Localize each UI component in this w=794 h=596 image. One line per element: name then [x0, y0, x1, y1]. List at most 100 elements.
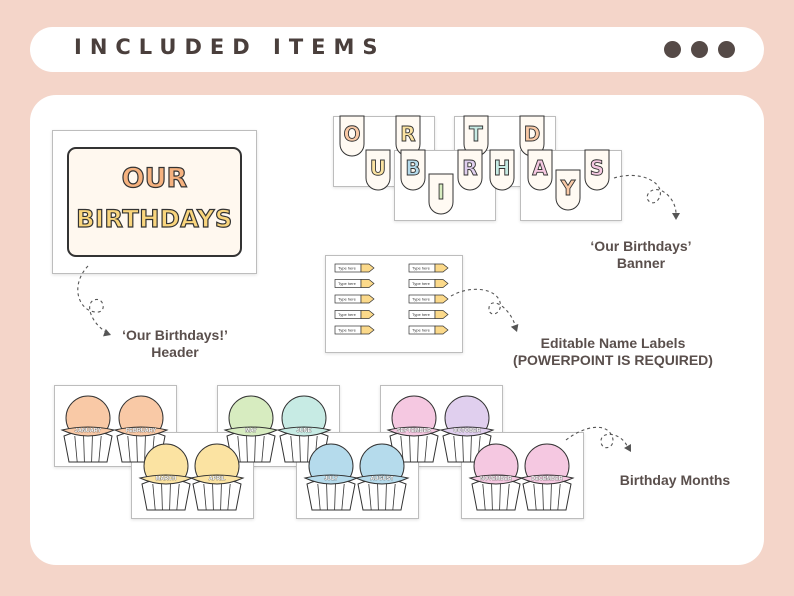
arrowhead-icon [624, 443, 631, 452]
name-label-text: Type here [338, 297, 357, 302]
name-label-text: Type here [412, 266, 431, 271]
poster-caption: ‘Our Birthdays!’ Header [110, 327, 240, 361]
pencil-tip-icon [434, 279, 449, 288]
dashed-arrow [77, 265, 111, 335]
labels-caption: Editable Name Labels (POWERPOINT IS REQU… [496, 335, 730, 369]
liner-stripe [152, 483, 156, 511]
cupcake: MAY [223, 395, 279, 463]
name-label-text: Type here [412, 281, 431, 286]
liner-stripe [127, 435, 131, 463]
liner-stripe [254, 435, 256, 463]
pennant-letter: R [400, 122, 415, 146]
liner-stripe [462, 435, 464, 463]
cupcake: APRIL [189, 443, 245, 511]
month-label: OCTOBER [453, 428, 480, 434]
frosting-ridge [189, 474, 245, 485]
liner-stripe [83, 435, 85, 463]
pennant-flag [400, 149, 426, 191]
arrowhead-icon [672, 213, 680, 220]
dashed-arrow [565, 426, 629, 449]
months-caption-text: Birthday Months [619, 472, 731, 488]
month-label: NOVEMBER [480, 476, 512, 482]
pennant-letter: O [343, 122, 360, 146]
month-label: DECEMBER [531, 476, 563, 482]
header-poster-card: OUR BIRTHDAYS [52, 130, 257, 274]
liner-stripe [299, 435, 301, 463]
header-bar: INCLUDED ITEMS [30, 27, 764, 72]
liner-stripe [334, 483, 336, 511]
liner-stripe [506, 483, 510, 511]
pencil-tip-icon [434, 325, 449, 335]
liner-stripe [392, 483, 396, 511]
liner-stripe [144, 435, 146, 463]
month-label: MARCH [156, 476, 176, 482]
pennant-letter: T [469, 122, 483, 146]
pennant-letter: A [532, 156, 548, 180]
cupcake: MARCH [138, 443, 194, 511]
month-label: JUNE [297, 428, 312, 434]
frosting-ridge [519, 474, 575, 485]
pencil-tip-icon [434, 310, 449, 319]
liner-stripe [368, 483, 372, 511]
liner-stripe [417, 435, 419, 463]
liner-stripe [385, 483, 387, 511]
liner-stripe [326, 483, 328, 511]
month-label: AUGUST [370, 476, 394, 482]
liner-stripe [220, 483, 222, 511]
arrowhead-icon [510, 324, 519, 332]
liner-stripe [227, 483, 231, 511]
liner-stripe [491, 483, 493, 511]
name-label-text: Type here [412, 312, 431, 317]
pennant-flag [489, 149, 515, 191]
cupcake: DECEMBER [519, 443, 575, 511]
liner-stripe [424, 435, 428, 463]
pennant-letter: Y [560, 176, 576, 200]
month-label: FEBRUARY [126, 428, 157, 434]
name-label-text: Type here [338, 312, 357, 317]
liner-stripe [482, 483, 486, 511]
liner-stripe [290, 435, 294, 463]
cupcake: OCTOBER [439, 395, 495, 463]
liner-stripe [550, 483, 552, 511]
liner-stripe [74, 435, 78, 463]
liner-stripe [169, 483, 171, 511]
month-label: JANUARY [75, 428, 102, 434]
pencil-tip-icon [360, 294, 375, 304]
frosting-ridge [439, 426, 495, 437]
pennant-letter: R [462, 156, 477, 180]
pennant-letter: B [405, 156, 420, 180]
liner-stripe [470, 435, 472, 463]
pencil-tip-icon [360, 263, 375, 273]
liner-stripe [91, 435, 93, 463]
pennant-letter: I [437, 180, 444, 204]
banner-caption-line1: ‘Our Birthdays’ [590, 238, 692, 254]
pencil-tip-icon [434, 294, 449, 304]
cupcake: AUGUST [354, 443, 410, 511]
pennant-letter: U [370, 156, 386, 180]
poster-frame: OUR BIRTHDAYS [67, 147, 242, 257]
pencil-tip-icon [360, 279, 375, 288]
frosting-ridge [354, 474, 410, 485]
liner-stripe [161, 483, 163, 511]
liner-stripe [409, 435, 411, 463]
name-label-text: Type here [338, 266, 357, 271]
page-title: INCLUDED ITEMS [74, 35, 386, 59]
cupcake: NOVEMBER [468, 443, 524, 511]
liner-stripe [377, 483, 379, 511]
dot-icon [691, 41, 708, 58]
frosting-ridge [113, 426, 169, 437]
cupcake: SEPTEMBER [386, 395, 442, 463]
name-label-text: Type here [412, 297, 431, 302]
pennant-letter: H [494, 156, 511, 180]
liner-stripe [98, 435, 102, 463]
month-label: MAY [245, 428, 257, 434]
dot-icon [664, 41, 681, 58]
month-label: APRIL [209, 476, 226, 482]
name-label-text: Type here [412, 328, 431, 333]
liner-stripe [307, 435, 309, 463]
month-label: JULY [324, 476, 338, 482]
pencil-tip-icon [434, 263, 449, 273]
poster-line2: BIRTHDAYS [76, 204, 233, 233]
frosting-ridge [276, 426, 332, 437]
